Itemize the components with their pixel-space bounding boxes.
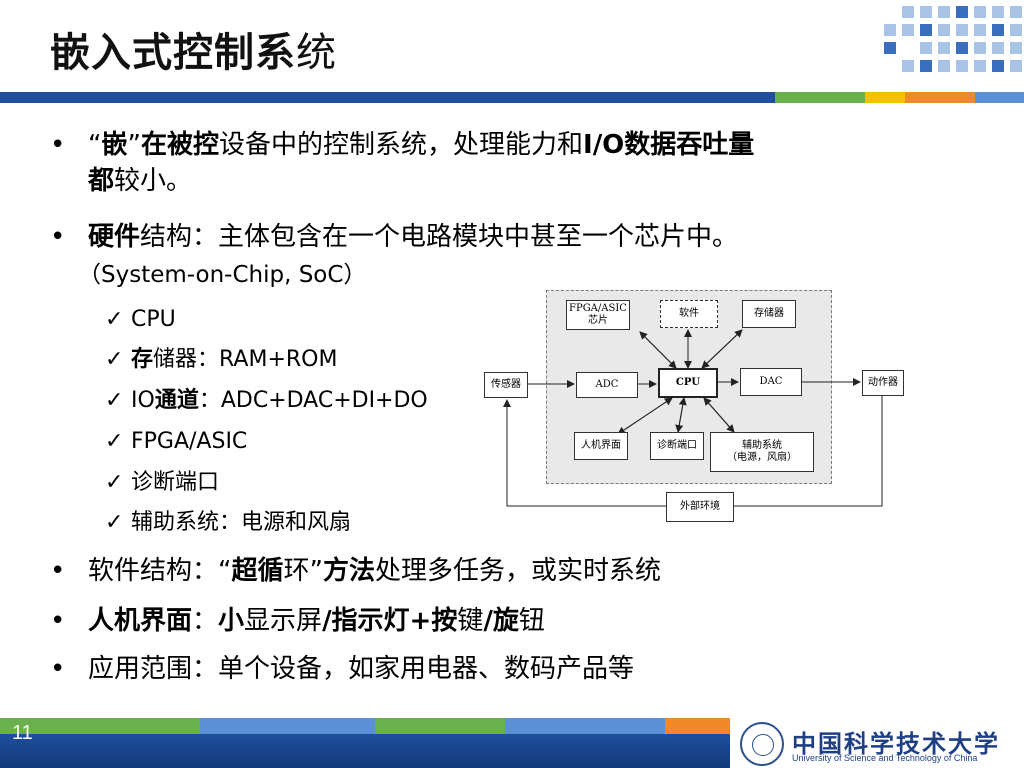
decorative-square [1010, 24, 1022, 36]
decorative-square [902, 60, 914, 72]
decorative-square [920, 60, 932, 72]
bullet-dot: • [50, 130, 66, 160]
node-cpu: CPU [658, 368, 718, 398]
check-icon: ✓ [105, 429, 124, 454]
check-icon: ✓ [105, 307, 124, 332]
page-number: 11 [12, 722, 33, 744]
embedded-system-diagram: FPGA/ASIC 芯片 软件 存储器 传感器 ADC CPU DAC 动作器 … [480, 288, 910, 528]
decorative-square [974, 6, 986, 18]
decorative-square [956, 6, 968, 18]
node-adc: ADC [576, 372, 638, 398]
footer-bar [0, 718, 1024, 768]
check-icon: ✓ [105, 347, 124, 372]
bullet-dot: • [50, 556, 66, 586]
node-diagnostic-port: 诊断端口 [650, 432, 704, 460]
check-icon: ✓ [105, 510, 124, 535]
decorative-square [956, 60, 968, 72]
decorative-square [920, 24, 932, 36]
bullet-dot: • [50, 654, 66, 684]
top-color-bar [0, 92, 1024, 103]
decorative-square [992, 60, 1004, 72]
decorative-square [974, 24, 986, 36]
decorative-square [938, 24, 950, 36]
decorative-square [920, 42, 932, 54]
list-item-aux-system: ✓辅助系统：电源和风扇 [105, 510, 352, 535]
decorative-square [1010, 42, 1022, 54]
decorative-square [956, 24, 968, 36]
decorative-square [974, 60, 986, 72]
decorative-square [902, 24, 914, 36]
decorative-square [884, 42, 896, 54]
check-icon: ✓ [105, 470, 124, 495]
university-name-en: University of Science and Technology of … [792, 753, 978, 763]
list-item-io: ✓IO通道：ADC+DAC+DI+DO [105, 388, 428, 413]
node-hmi: 人机界面 [574, 432, 628, 460]
decorative-square [974, 42, 986, 54]
decorative-square [902, 6, 914, 18]
node-actuator: 动作器 [862, 370, 904, 396]
list-item-diagnostic-port: ✓诊断端口 [105, 470, 220, 495]
decorative-square [920, 6, 932, 18]
node-dac: DAC [740, 368, 802, 396]
decorative-square [992, 42, 1004, 54]
bullet-dot: • [50, 222, 66, 252]
decorative-square [938, 6, 950, 18]
node-storage: 存储器 [742, 300, 796, 328]
bullet-dot: • [50, 606, 66, 636]
node-external-environment: 外部环境 [666, 492, 734, 522]
list-item-fpga: ✓FPGA/ASIC [105, 429, 248, 454]
decorative-square [938, 60, 950, 72]
list-item-memory: ✓存储器：RAM+ROM [105, 347, 338, 372]
node-aux-system: 辅助系统 （电源，风扇） [710, 432, 814, 472]
decorative-square [938, 42, 950, 54]
node-fpga-asic: FPGA/ASIC 芯片 [566, 300, 630, 330]
slide-title: 嵌入式控制系统 [50, 30, 337, 76]
decorative-square [1010, 6, 1022, 18]
decorative-square [1010, 60, 1022, 72]
university-seal-icon [740, 722, 784, 766]
decorative-square [884, 24, 896, 36]
decorative-square [992, 6, 1004, 18]
decorative-square [956, 42, 968, 54]
check-icon: ✓ [105, 388, 124, 413]
decorative-square [992, 24, 1004, 36]
node-software: 软件 [660, 300, 718, 328]
decorative-squares [884, 0, 1024, 88]
diagram-arrows [503, 329, 883, 507]
list-item-cpu: ✓CPU [105, 307, 176, 332]
node-sensor: 传感器 [484, 372, 528, 398]
university-name-cn: 中国科学技术大学 [792, 729, 1000, 758]
